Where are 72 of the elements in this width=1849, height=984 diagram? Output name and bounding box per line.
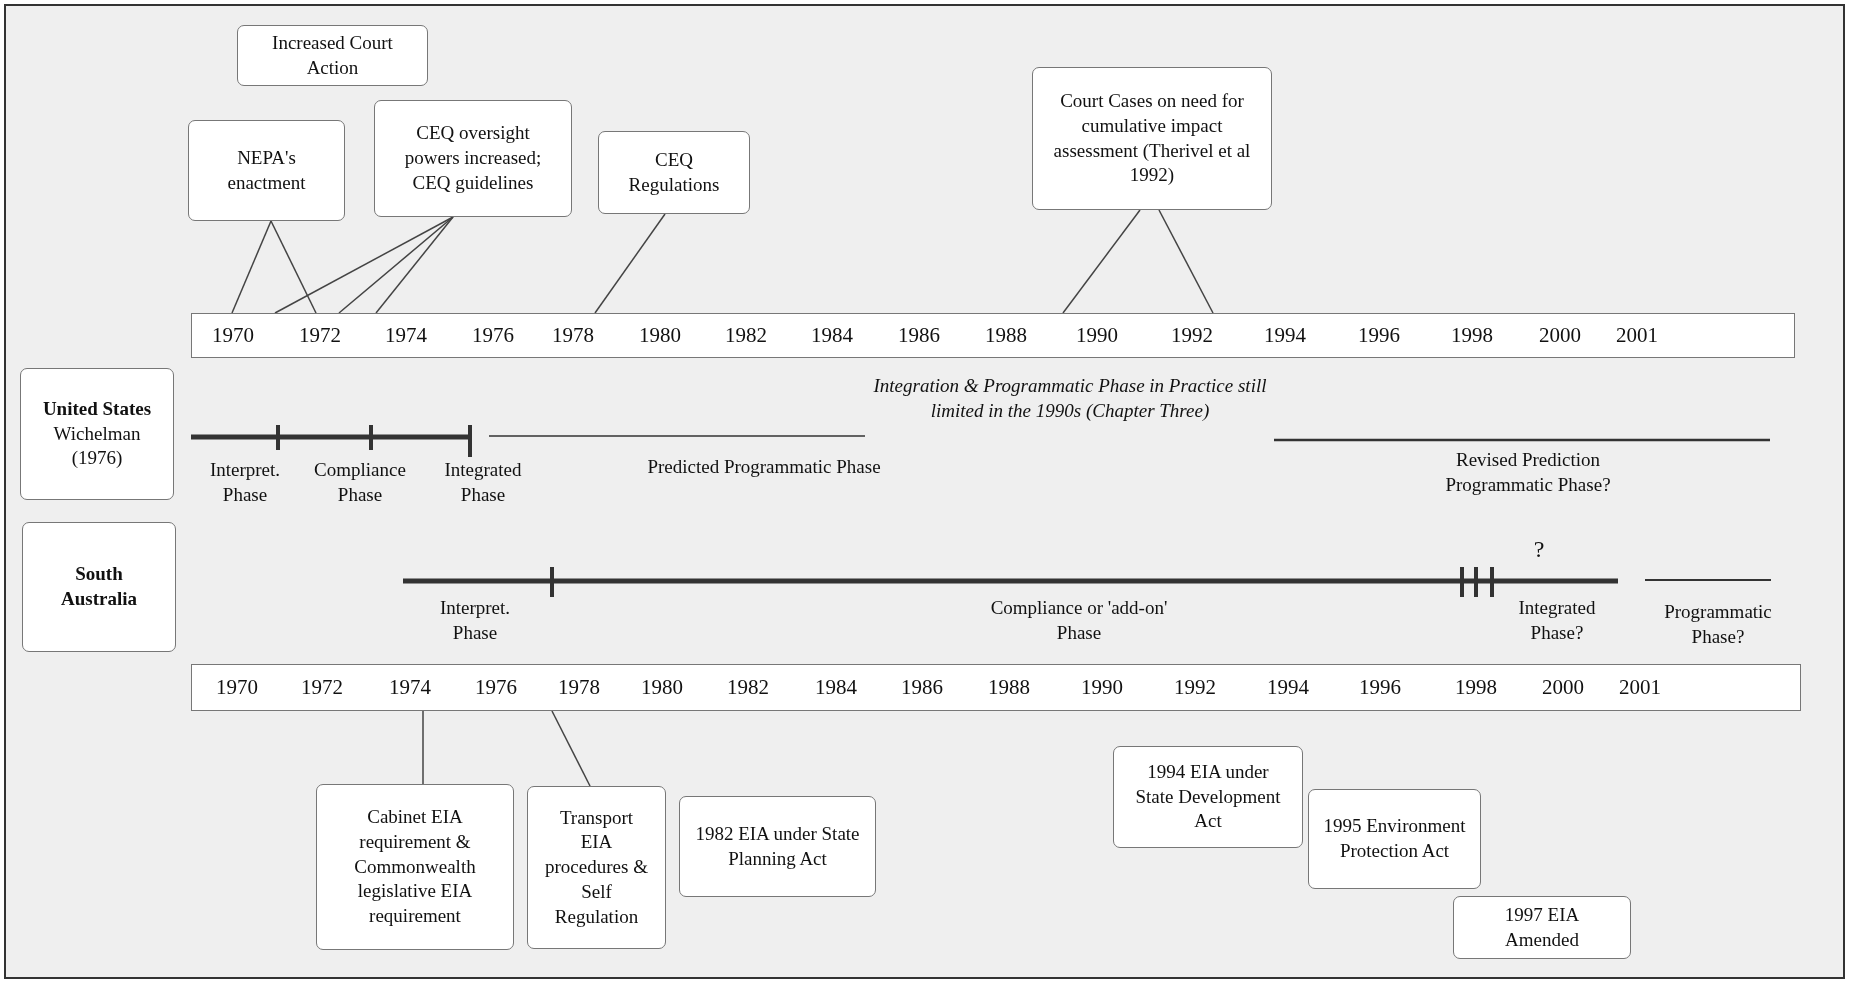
year-label: 2001 [1619, 674, 1661, 700]
leader-line [594, 213, 666, 314]
phase-label: Revised Prediction Programmatic Phase? [1444, 448, 1612, 497]
year-label: 1992 [1174, 674, 1216, 700]
region-box [20, 368, 174, 500]
leader-line [338, 216, 454, 314]
phase-label: Integrated Phase [443, 458, 523, 507]
question-mark: ? [1532, 535, 1546, 564]
event-callout: CEQ Regulations [598, 131, 750, 214]
year-label: 1970 [216, 674, 258, 700]
year-label: 1998 [1451, 322, 1493, 348]
phase-label: Predicted Programmatic Phase [646, 455, 882, 479]
year-label: 1974 [389, 674, 431, 700]
year-label: 1984 [815, 674, 857, 700]
year-label: 1996 [1359, 674, 1401, 700]
phase-label: Programmatic Phase? [1663, 600, 1773, 649]
phase-label: Interpret. Phase [208, 458, 282, 507]
region-box: South Australia [22, 522, 176, 652]
year-label: 1974 [385, 322, 427, 348]
event-callout: CEQ oversight powers increased; CEQ guidelines [374, 100, 572, 217]
year-label: 2000 [1542, 674, 1584, 700]
year-label: 1972 [301, 674, 343, 700]
year-label: 2000 [1539, 322, 1581, 348]
event-callout: 1997 EIA Amended [1453, 896, 1631, 959]
event-callout: Transport EIA procedures & Self Regulation [527, 786, 666, 949]
event-callout: 1994 EIA under State Development Act [1113, 746, 1303, 848]
year-label: 1970 [212, 322, 254, 348]
event-callout: Court Cases on need for cumulative impact assessment (Therivel et al 1992) [1032, 67, 1272, 210]
leader-line [274, 216, 454, 314]
author-citation: Wichelman (1976) [52, 421, 142, 471]
event-callout: NEPA's enactment [188, 120, 345, 221]
leader-line [231, 220, 272, 314]
year-label: 1998 [1455, 674, 1497, 700]
year-label: 1988 [985, 322, 1027, 348]
year-label: 1986 [901, 674, 943, 700]
leader-line [422, 710, 424, 785]
event-callout: Cabinet EIA requirement & Commonwealth legislative EIA requirement [316, 784, 514, 950]
phase-label: Interpret. Phase [438, 596, 512, 645]
year-label: 1982 [725, 322, 767, 348]
year-label: 1984 [811, 322, 853, 348]
leader-line [551, 710, 591, 787]
year-label: 1980 [641, 674, 683, 700]
year-label: 1990 [1076, 322, 1118, 348]
year-label: 1976 [475, 674, 517, 700]
phase-label: Compliance Phase [313, 458, 407, 507]
year-label: 1980 [639, 322, 681, 348]
year-label: 1976 [472, 322, 514, 348]
year-label: 1996 [1358, 322, 1400, 348]
year-label: 1992 [1171, 322, 1213, 348]
leader-line [270, 220, 317, 314]
year-label: 1988 [988, 674, 1030, 700]
year-label: 1978 [552, 322, 594, 348]
year-label: 1982 [727, 674, 769, 700]
event-callout: 1995 Environment Protection Act [1308, 789, 1481, 889]
leader-line [1158, 209, 1214, 314]
annotation-note: Integration & Programmatic Phase in Practice still limited in the 1990s (Chapter Three) [872, 374, 1268, 423]
event-callout: Increased Court Action [237, 25, 428, 86]
timeline-bar [191, 313, 1795, 358]
leader-line [375, 216, 454, 314]
year-label: 1994 [1264, 322, 1306, 348]
year-label: 2001 [1616, 322, 1658, 348]
leader-line [1062, 209, 1141, 314]
phase-label: Integrated Phase? [1517, 596, 1597, 645]
timeline-bar [191, 664, 1801, 711]
year-label: 1972 [299, 322, 341, 348]
region-name: United States [42, 396, 152, 421]
year-label: 1986 [898, 322, 940, 348]
phase-label: Compliance or 'add-on' Phase [989, 596, 1169, 645]
year-label: 1994 [1267, 674, 1309, 700]
year-label: 1978 [558, 674, 600, 700]
year-label: 1990 [1081, 674, 1123, 700]
event-callout: 1982 EIA under State Planning Act [679, 796, 876, 897]
